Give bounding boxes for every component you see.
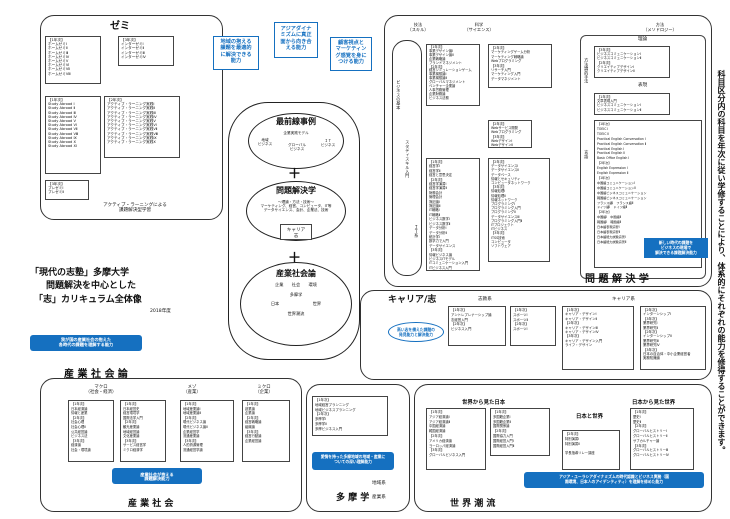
main-title-line1: 「現代の志塾」多摩大学	[30, 268, 130, 278]
career-col2: 【1年次】 スポーツⅠ スポーツⅡ 【2年次】 スポーツⅠ	[510, 306, 556, 346]
industry-col4: 【1年次】 創業論 企業論 【2年次】 経営戦略論 組織論 【3年次】 経営行動…	[242, 400, 290, 462]
main-title-line3: 「志」カリキュラム全体像	[34, 295, 142, 305]
tama-panel	[306, 384, 410, 512]
bubble-japan-society: 我が国の産業社会の抱えた 各時代の課題を理解する能力	[30, 335, 142, 351]
frontline-oval	[248, 113, 344, 169]
header-macro: マクロ （社会・経済）	[85, 385, 117, 395]
science-col2c: 【2年次】 データサイエンスⅠ データサイエンスⅡ データベース 情報とセキュリ…	[488, 158, 550, 262]
career-panel	[360, 290, 712, 380]
world-title-1: 世界から見た日本	[462, 400, 506, 406]
career-label-box: キャリア 志	[280, 224, 312, 240]
problem-solving-panel	[384, 15, 712, 287]
method-vertical-label: 方法論的手法	[584, 58, 590, 84]
seminar-box-preseminar: 【3年次】 プレゼミⅠ プレゼミⅡ	[45, 180, 89, 200]
seminar-box-home: 【1年次】 ホームゼミⅠ ホームゼミⅡ ホームゼミⅢ ホームゼミⅣ ホームゼミⅤ…	[45, 36, 101, 84]
seminar-title: ゼミ	[110, 21, 130, 32]
science-col1b: 【1年次】 経営学Ⅰ 経営学Ⅱ 経営と意思決定 【2年次】 経営学演習Ⅰ 経営学…	[426, 158, 480, 271]
problem-solving-footer: 問 題 解 決 学	[585, 274, 649, 285]
industry-society-title: 産業社会論	[276, 269, 316, 278]
bubble-regional-issues: 地域の抱える 課題を最適的 に解決できる 能力	[213, 36, 259, 70]
industry-col2: 【1年次】 日本経営史 経営環境学 国際法学入門 【2年次】 観光産業論 地域経…	[120, 400, 166, 462]
industry-col1: 【1年次】 日本経済論 情報と産業 【2年次】 社会心理 社会心理Ⅱ 公共経営論…	[68, 400, 114, 462]
career-col1: 【1年次】 アントレプレナーシップ論 志経営入門 【2年次】 ビジネス入門	[448, 306, 506, 346]
world-col1: 【1年次】 アジア経済論Ⅰ アジア経済論Ⅱ 中国経済論 韓国経済論 【2年次】 …	[426, 408, 486, 470]
industry-society-inner: 企業 社会 環境 多摩学 日本 世界 世界潮流	[270, 282, 322, 316]
tama-label-industry: 産業系	[372, 495, 386, 500]
method-box2: 【1年次】 文章表現入門 ビジネスコミュニケーションⅠ ビジネスコミュニケーショ…	[594, 93, 670, 115]
main-title-line2: 問題解決を中心とした	[46, 281, 137, 291]
method-theory-label: 理論	[638, 37, 648, 42]
industry-title: 産 業 社 会 論	[64, 369, 128, 380]
header-method: 方法 （メソドロジー）	[643, 22, 677, 32]
world-title-2: 日本と世界	[576, 414, 603, 420]
bubble-tama-understanding: 愛情を持った多摩地域の地域・産業に ついての深い理解能力	[312, 452, 394, 470]
global-business-label: グローバル ビジネス	[288, 143, 306, 152]
method-vertical-label2: 言語	[584, 150, 590, 159]
science-col1a: 【1年次】 事業デザイン論Ⅰ 事業デザイン論Ⅱ 企業戦略論 ブランドマネジメント…	[426, 44, 480, 106]
industry-panel	[40, 378, 302, 512]
career-col4: 【2年次】 インターンシップⅠ 【3年次】 業界研究Ⅰ 業界研究Ⅱ 【2年次】 …	[640, 306, 706, 370]
seminar-box-study-abroad: 【1年次】 Study Abroad Ⅰ Study Abroad Ⅱ Stud…	[45, 96, 101, 174]
science-col2a: 【2年次】 マーケティングゲーム分析 マーケティング戦略論 Webプログラミング…	[488, 44, 552, 88]
seminar-box-inter: 【3年次】 インターゼミⅠ インターゼミⅡ インターゼミⅢ インターゼミⅣ	[118, 36, 174, 66]
career-title: キャリア/志	[388, 295, 437, 305]
world-panel	[414, 384, 712, 512]
skill-vertical-label3: ＩＴ系	[414, 225, 420, 238]
bubble-asia-eurasia: アジア・ユーラシアダイナミズムの時代認識とビジネス実務（国 際環境、日本人のアイ…	[524, 472, 704, 488]
tama-footer: 多 摩 学	[336, 493, 370, 503]
right-vertical-caption: 科目区分内の科目を年次に従い学修することにより、体系的にそれぞれの能力を修得する…	[717, 70, 726, 454]
plus-sign-1: ＋	[288, 167, 302, 182]
bubble-customer-view: 顧客視点と マーケティン グ感覚を身に つける能力	[330, 37, 372, 71]
problem-solving-title: 問題解決学	[276, 186, 316, 195]
tama-label-region: 地域系	[372, 481, 386, 486]
header-science: 科学 （サイエンス）	[464, 22, 494, 32]
career-sub2: キャリア系	[612, 297, 635, 302]
bubble-high-aspiration: 高い志を備えた課題の 発見能力と解決能力	[388, 322, 444, 342]
world-title-3: 日本から見た世界	[632, 400, 676, 406]
science-col2b: 【2年次】 Webサービス開発 Webプログラミング 【3年次】 Webデザイン…	[488, 120, 532, 148]
method-box1: 【3年次】 ビジネスコミュニケーションⅠ ビジネスコミュニケーションⅡ 【2年次…	[594, 46, 670, 78]
skill-column	[392, 40, 422, 276]
skill-vertical-label: ビジネスの基本	[396, 80, 402, 110]
industry-footer: 産 業 社 会	[128, 499, 174, 509]
bubble-new-era: 新しい時代の課題を ビジネスの現場で 解決できる課題解決能力	[644, 238, 708, 258]
core-column	[228, 102, 360, 360]
career-col3: 【1年次】 キャリア・デザインⅠ キャリア・デザインⅡ 【2年次】 キャリア・デ…	[562, 306, 634, 370]
seminar-panel	[40, 15, 223, 220]
seminar-box-active-learning: 【2年次】 アクティブ・ラーニング実践Ⅰ アクティブ・ラーニング実践Ⅱ アクティ…	[104, 96, 180, 158]
tama-box: 【1年次】 地域経営プランニング 地域ビジネスプランニング 【2年次】 多摩学Ⅰ…	[312, 396, 388, 436]
skill-vertical-label2: スタディスキル入門	[405, 140, 411, 178]
it-business-label: ＩＴ ビジネス	[320, 139, 336, 148]
world-col3: 【2年次】 特別演習Ⅰ 特別演習Ⅱ 学長指導リレー講座	[562, 430, 620, 470]
bubble-industry-solution: 産業社会が抱える 課題解決能力	[112, 468, 202, 484]
frontline-title: 最前線事例	[276, 117, 316, 126]
bubble-asia-dynamism: アジアダイナ ミズムに真正 面から向き合 える能力	[274, 22, 318, 58]
world-col2: 【1年次】 多国籍企業Ⅰ 多国籍企業Ⅱ 国際関係論 【2年次】 国際協力入門 国…	[490, 408, 550, 456]
header-meso: メゾ （産業）	[183, 385, 201, 395]
world-footer: 世 界 潮 流	[450, 499, 496, 509]
career-sub1: 志教系	[478, 297, 492, 302]
industry-society-oval	[240, 262, 352, 346]
problem-solving-inner: 〜理論・方法・技術〜 マーケティング、経営、コンピュータ、IT等 データサイエン…	[260, 200, 332, 213]
method-expression-label: 表現	[638, 83, 648, 88]
local-business-label: 地域 ビジネス	[257, 138, 273, 147]
header-skill: 技法 （スキル）	[407, 22, 429, 32]
frontline-inner: 企業実践モデル	[283, 131, 309, 135]
main-title-block: 「現代の志塾」多摩大学 問題解決を中心とした 「志」カリキュラム全体像 2018…	[30, 265, 180, 321]
world-col4: 【1年次】 歴史Ⅰ 歴史Ⅱ 【2年次】 グローバルヒストリーⅠ グローバルヒスト…	[630, 408, 694, 470]
industry-col3: 【1年次】 地域産業論Ⅰ 地域産業論Ⅱ 【2年次】 現代ビジネス論 現代ビジネス…	[180, 400, 234, 462]
header-micro: ミクロ （企業）	[255, 385, 273, 395]
main-title-year: 2018年度	[150, 309, 171, 314]
seminar-footer: アクティブ・ラーニングによる 課題解決型学習	[103, 203, 167, 214]
